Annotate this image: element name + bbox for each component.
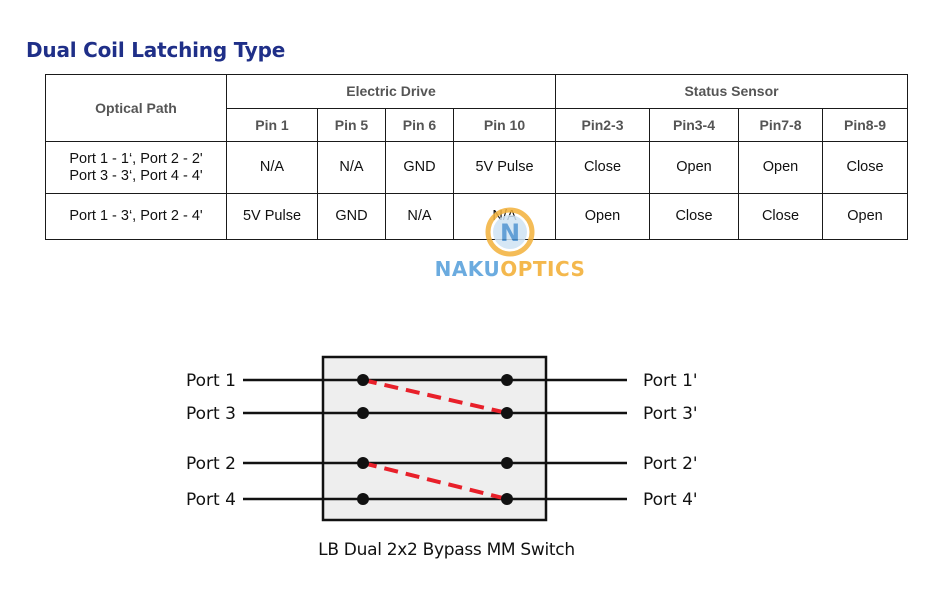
logo-word-part2: OPTICS [500, 257, 586, 281]
table-row: Port 1 - 1‘, Port 2 - 2' Port 3 - 3‘, Po… [45, 141, 909, 194]
path-line: Port 1 - 1‘, Port 2 - 2' [69, 150, 203, 167]
table-cell: 5V Pulse [226, 193, 318, 240]
column-header: Pin 5 [317, 108, 386, 142]
table-cell: GND [317, 193, 386, 240]
node-dot [501, 493, 513, 505]
table-cell: Open [555, 193, 650, 240]
right-port-label: Port 1' [643, 371, 698, 391]
switch-path-red [362, 461, 508, 501]
table-cell: Close [738, 193, 823, 240]
left-port-label: Port 4 [186, 490, 236, 510]
column-header: Pin2-3 [555, 108, 650, 142]
column-header: Pin 6 [385, 108, 454, 142]
table-cell: 5V Pulse [453, 141, 556, 194]
logo-wordmark: NAKUOPTICS [434, 257, 586, 281]
page-title: Dual Coil Latching Type [26, 38, 286, 62]
electric-drive-header: Electric Drive [226, 74, 556, 109]
switch-path-red [362, 378, 508, 415]
diagram-caption: LB Dual 2x2 Bypass MM Switch [318, 540, 575, 560]
table-cell: Open [649, 141, 739, 194]
table-cell: Close [555, 141, 650, 194]
node-dot [501, 407, 513, 419]
table-cell: Open [738, 141, 823, 194]
node-dot [501, 457, 513, 469]
column-header: Pin8-9 [821, 108, 909, 142]
left-port-label: Port 1 [186, 371, 236, 391]
path-line: Port 3 - 3‘, Port 4 - 4' [69, 167, 203, 184]
left-port-label: Port 3 [186, 404, 236, 424]
status-sensor-header: Status Sensor [554, 74, 909, 109]
table-cell: N/A [385, 193, 454, 240]
table-cell: N/A [317, 141, 386, 194]
node-dot [357, 407, 369, 419]
group-header-row: Optical Path Electric Drive Status Senso… [45, 74, 909, 142]
logo-letter: N [500, 219, 520, 247]
column-header: Pin 10 [453, 108, 556, 142]
switch-diagram: Port 1 Port 3 Port 2 Port 4 Port 1' Port… [186, 355, 698, 522]
table-cell: GND [385, 141, 454, 194]
right-port-label: Port 4' [643, 490, 698, 510]
node-dot [357, 374, 369, 386]
optical-path-cell: Port 1 - 1‘, Port 2 - 2' Port 3 - 3‘, Po… [45, 141, 227, 194]
optical-path-cell: Port 1 - 3‘, Port 2 - 4' [45, 193, 227, 240]
logo-badge-icon: N [485, 207, 535, 257]
optical-path-header: Optical Path [45, 74, 227, 142]
column-header: Pin3-4 [649, 108, 739, 142]
column-header: Pin 1 [226, 108, 318, 142]
table-cell: Close [649, 193, 739, 240]
node-dot [501, 374, 513, 386]
nakuoptics-watermark: N NAKUOPTICS [434, 205, 586, 285]
table-cell: N/A [226, 141, 318, 194]
logo-word-part1: NAKU [434, 257, 501, 281]
node-dot [357, 493, 369, 505]
table-cell: Open [821, 193, 909, 240]
node-dot [357, 457, 369, 469]
right-port-label: Port 2' [643, 454, 698, 474]
column-header: Pin7-8 [738, 108, 823, 142]
table-cell: Close [821, 141, 909, 194]
left-port-label: Port 2 [186, 454, 236, 474]
right-port-label: Port 3' [643, 404, 698, 424]
column-header-row: Pin 1 Pin 5 Pin 6 Pin 10 Pin2-3 Pin3-4 P… [46, 108, 909, 142]
